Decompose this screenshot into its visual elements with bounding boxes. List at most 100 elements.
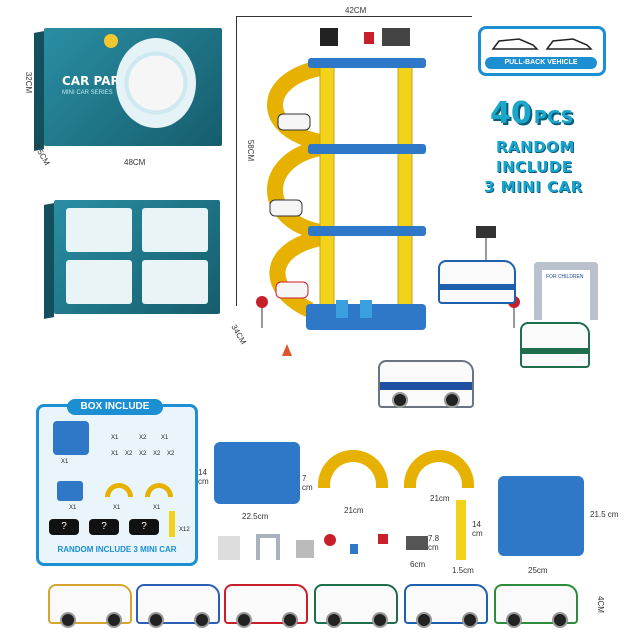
pillar-left [319, 63, 335, 315]
van-green [520, 322, 590, 368]
pullback-card: PULL-BACK VEHICLE [478, 26, 606, 76]
gate-arch: FOR CHILDREN [534, 262, 598, 320]
car-4-wheel-front [326, 612, 342, 628]
box-front-title: CAR PARK [62, 74, 130, 88]
car-2 [136, 584, 220, 628]
pullback-label: PULL-BACK VEHICLE [485, 57, 597, 69]
dim-line-left [236, 16, 237, 306]
van-large-wheel-rear [444, 392, 460, 408]
road-sign-board [476, 226, 496, 238]
headline-unit: PCS [533, 107, 574, 128]
box-include-footer: RANDOM INCLUDE 3 MINI CAR [57, 545, 177, 554]
small-part-5 [350, 544, 358, 554]
van-large-wheel-front [392, 392, 408, 408]
spiral-ramp-3 [269, 230, 322, 318]
car-6 [494, 584, 578, 628]
dim-line-top [236, 16, 472, 17]
dim-base-w: 22.5cm [242, 512, 269, 521]
dim-car-h: 4CM [595, 596, 605, 613]
parking-sign [364, 32, 374, 44]
traffic-cone-1 [282, 344, 292, 356]
car-5-wheel-rear [462, 612, 478, 628]
car-3-wheel-rear [282, 612, 298, 628]
headline-number: 40 [490, 96, 532, 131]
car-3 [224, 584, 308, 628]
small-part-7 [406, 536, 428, 550]
box-include-title: BOX INCLUDE [67, 399, 163, 415]
qty-part-8: X2 [167, 451, 175, 457]
parking-tower [267, 28, 426, 330]
box-back-panel-2 [142, 208, 208, 252]
van-blue [438, 260, 516, 304]
qty-part-3: X1 [161, 435, 169, 441]
box-front-logo [104, 34, 118, 48]
car-2-wheel-front [148, 612, 164, 628]
box-back-panel-1 [66, 208, 132, 252]
spiral-ramp-1 [267, 60, 322, 150]
car-6-wheel-front [506, 612, 522, 628]
top-sign [320, 28, 338, 46]
dim-box-height: 32CM [24, 71, 34, 94]
qty-board: X1 [69, 505, 77, 511]
qty-ramp-2: X1 [153, 505, 161, 511]
mystery-car-2: ? [89, 519, 119, 535]
dim-ramp-h: 7 cm [302, 474, 313, 492]
part-board [498, 476, 584, 556]
include-board [57, 481, 83, 501]
include-pillar [169, 511, 175, 537]
small-part-2 [256, 534, 280, 560]
van-large-stripe [380, 382, 472, 390]
small-part-4 [324, 534, 336, 546]
mystery-mark-1: ? [61, 521, 67, 532]
include-parts-grid: X1 X2 X1 X1 X2 X2 X2 X2 [95, 421, 185, 457]
stop-sign-right-pole [513, 308, 515, 328]
small-part-3 [296, 540, 314, 558]
mystery-mark-2: ? [101, 521, 107, 532]
car-4 [314, 584, 398, 628]
dim-pillar-w: 1.5cm [452, 566, 474, 575]
part-base-plate [214, 442, 300, 504]
headline-line3: 3 MINI CAR [484, 178, 583, 196]
qty-part-6: X2 [139, 451, 147, 457]
include-ramp-1 [105, 483, 133, 497]
floor-top [308, 58, 426, 68]
part-ramp-2 [404, 450, 474, 488]
dim-small-w: 6cm [410, 560, 426, 569]
box-front: CAR PARK MINI CAR SERIES [44, 28, 222, 146]
gate-text: FOR CHILDREN [546, 274, 584, 280]
spiral-ramp-2 [267, 140, 322, 240]
qty-part-7: X2 [153, 451, 161, 457]
dim-box-width: 48CM [124, 158, 146, 167]
include-ramp-2 [145, 483, 173, 497]
car-6-wheel-rear [552, 612, 568, 628]
box-back-side [44, 203, 54, 319]
dim-small-h: 7.8 cm [428, 534, 440, 552]
car-2-wheel-rear [194, 612, 210, 628]
qty-part-1: X1 [111, 435, 119, 441]
road-sign-board-pole [485, 238, 487, 262]
car-1 [48, 584, 132, 628]
car-5-wheel-front [416, 612, 432, 628]
small-parts-row [214, 530, 444, 566]
dim-ramp-w2: 21cm [430, 494, 450, 503]
car-3-wheel-front [236, 612, 252, 628]
box-back [54, 200, 220, 314]
qty-pillar: X12 [179, 527, 190, 533]
van-green-stripe [522, 348, 588, 354]
qty-part-2: X2 [139, 435, 147, 441]
floor-2 [308, 144, 426, 154]
qty-part-4: X1 [111, 451, 119, 457]
box-include-card: BOX INCLUDE X1 X1 X2 X1 X1 X2 X2 X2 X2 X… [36, 399, 198, 566]
mystery-mark-3: ? [141, 521, 147, 532]
car-1-wheel-rear [106, 612, 122, 628]
dim-set-depth: 34CM [229, 323, 248, 346]
qty-part-5: X2 [125, 451, 133, 457]
small-part-6 [378, 534, 388, 544]
qty-ramp-1: X1 [113, 505, 121, 511]
car-1-wheel-front [60, 612, 76, 628]
small-part-1 [218, 536, 240, 560]
floor-3 [308, 226, 426, 236]
box-front-image [116, 38, 196, 128]
mystery-car-1: ? [49, 519, 79, 535]
